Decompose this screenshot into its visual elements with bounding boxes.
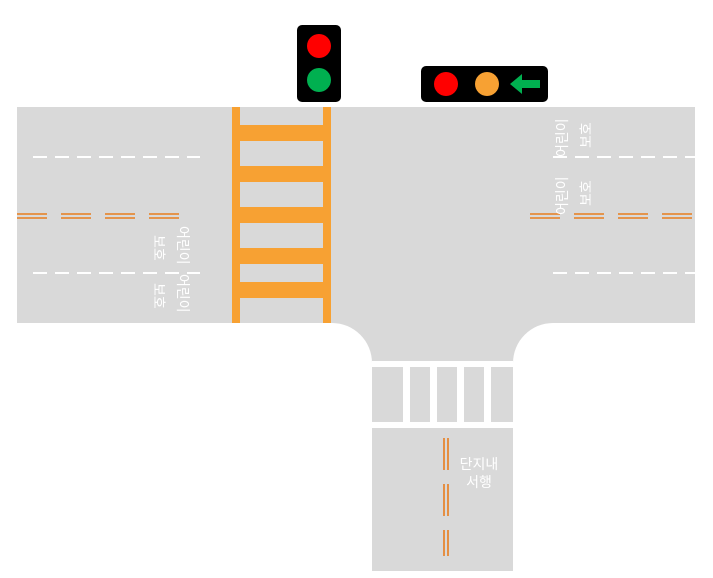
zebra-stripe: [484, 367, 491, 422]
crosswalk-rung: [232, 125, 331, 141]
zebra-stripe: [403, 367, 410, 422]
main-road: [17, 107, 695, 323]
center-line-left: [17, 213, 182, 219]
school-zone-word1: 어린이: [555, 176, 571, 215]
raised-crosswalk: [232, 107, 331, 323]
school-zone-word1: 어린이: [555, 118, 571, 157]
school-zone-marking-right-lower: 어린이 보호: [555, 176, 595, 215]
center-line-side-road: [443, 438, 449, 556]
pedestrian-signal-icon: [297, 25, 341, 102]
curb-fillet-right: [513, 323, 553, 363]
school-zone-marking-left-lower: 어린이 보호: [150, 274, 190, 313]
crosswalk-rung: [232, 166, 331, 182]
school-zone-marking-left-upper: 어린이 보호: [150, 226, 190, 265]
school-zone-marking-right-upper: 어린이 보호: [555, 118, 595, 157]
slow-marking-line1: 단지내: [460, 457, 499, 473]
slow-marking: 단지내 서행: [460, 457, 499, 491]
crosswalk-rung: [232, 248, 331, 264]
zebra-stripe: [430, 367, 437, 422]
zebra-crosswalk: [372, 361, 513, 428]
school-zone-word1: 어린이: [174, 274, 190, 313]
school-zone-word2: 보호: [150, 235, 166, 261]
school-zone-word2: 보호: [579, 180, 595, 206]
side-road: [372, 323, 513, 571]
crosswalk-rung: [232, 282, 331, 298]
red-lamp: [434, 72, 458, 96]
slow-marking-line2: 서행: [466, 475, 492, 491]
school-zone-word1: 어린이: [174, 226, 190, 265]
crosswalk-rung: [232, 207, 331, 223]
zebra-stripe: [457, 367, 464, 422]
curb-fillet-left: [332, 323, 372, 363]
school-zone-word2: 보호: [579, 122, 595, 148]
lane-lines: [33, 156, 695, 274]
road-surface: [17, 107, 695, 571]
red-lamp: [307, 34, 331, 58]
green-lamp: [307, 68, 331, 92]
stop-line-bottom: [372, 422, 513, 428]
school-zone-word2: 보호: [150, 283, 166, 309]
center-line-right: [530, 213, 695, 219]
left-arrow-icon: [510, 74, 540, 94]
amber-lamp: [475, 72, 499, 96]
stop-line-top: [372, 361, 513, 367]
vehicle-signal-icon: [421, 66, 548, 102]
